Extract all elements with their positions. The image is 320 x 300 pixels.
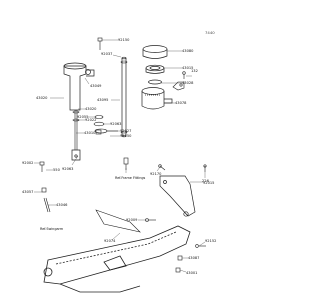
label-43087: 43087 [188, 256, 199, 260]
union-bolt [95, 129, 102, 135]
label-43078: 43078 [175, 101, 187, 105]
label-92152: 92152 [205, 239, 216, 243]
page-id: 7440 [205, 30, 215, 35]
chain-guard [95, 209, 141, 233]
label-92027: 92027 [120, 129, 131, 133]
reservoir-hose [121, 56, 127, 138]
label-43049: 43049 [90, 84, 102, 88]
label-226: 226 [202, 179, 210, 183]
label-550: 550 [53, 168, 61, 172]
label-92055: 92055 [77, 115, 88, 119]
label-43020b: 43020 [85, 107, 97, 111]
bolt-92170 [158, 164, 166, 171]
label-92063: 92063 [110, 122, 121, 126]
label-92150b: 92150 [120, 134, 132, 138]
label-ref-frame: Ref.Frame Fittings [115, 176, 146, 180]
reservoir-tank [141, 87, 173, 110]
hose-clamp-bottom [120, 130, 128, 134]
label-92063b: 92063 [62, 167, 73, 171]
master-cylinder-body [63, 62, 95, 111]
clevis [71, 149, 81, 161]
nut-43057 [41, 187, 47, 193]
label-43028: 43028 [182, 81, 194, 85]
label-92037: 92037 [101, 52, 112, 56]
label-92015: 92015 [203, 181, 214, 185]
hose-clamp-top [120, 60, 128, 64]
reservoir-plate [148, 79, 162, 85]
bolt-226 [203, 164, 207, 172]
nut-43001 [175, 267, 181, 273]
label-43080: 43080 [182, 49, 194, 53]
label-92009: 92009 [126, 218, 138, 222]
label-43057: 43057 [22, 190, 33, 194]
label-43010: 43010 [84, 131, 96, 135]
swingarm [43, 225, 191, 293]
bolt-132 [182, 71, 186, 79]
label-92074: 92074 [104, 239, 116, 243]
bolt-92002 [39, 161, 45, 172]
bracket-assembly [159, 175, 196, 217]
bolt-92152 [195, 244, 206, 248]
label-43046: 43046 [56, 203, 68, 207]
bolt-92150 [97, 37, 103, 50]
label-132: 132 [191, 69, 198, 73]
reservoir-cap [142, 45, 168, 59]
label-ref-swingarm: Ref.Swingarm [40, 227, 64, 231]
label-92022: 92022 [85, 118, 96, 122]
label-43095: 43095 [97, 98, 108, 102]
label-92002: 92002 [22, 161, 33, 165]
diagram-canvas: 7440 [22, 30, 216, 293]
label-92170: 92170 [150, 172, 162, 176]
label-43015: 43015 [182, 66, 193, 70]
label-92150: 92150 [118, 38, 130, 42]
label-43020: 43020 [36, 96, 48, 100]
bolt-43087 [177, 255, 183, 261]
reservoir-diaphragm [145, 64, 165, 74]
leader-lines [34, 39, 206, 273]
label-43001: 43001 [186, 271, 197, 275]
